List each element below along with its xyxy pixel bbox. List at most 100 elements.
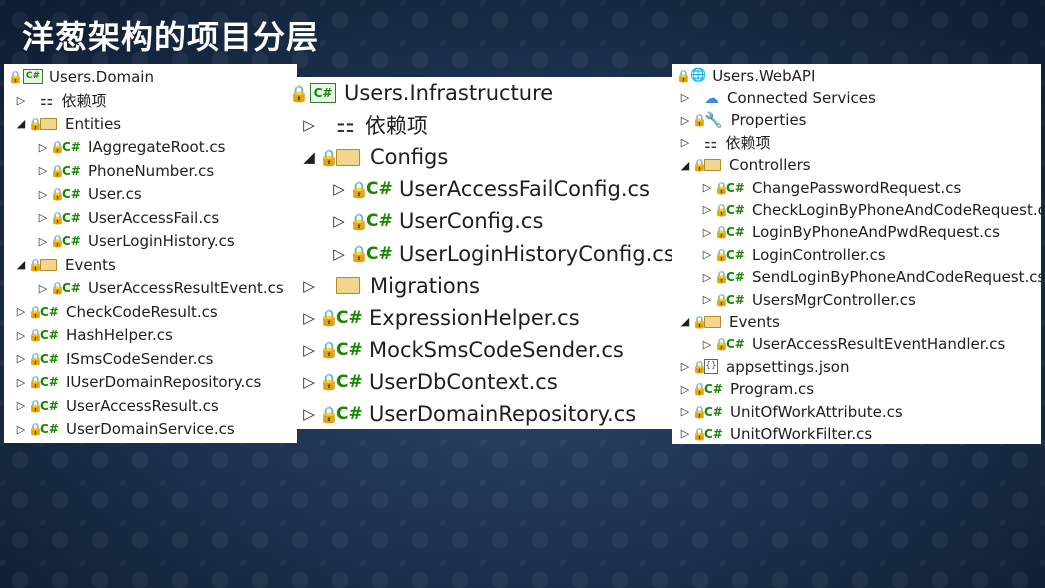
- tree-item[interactable]: ▷🔒C#HashHelper.cs: [14, 324, 173, 347]
- collapsed-arrow-icon[interactable]: ▷: [38, 281, 48, 295]
- tree-item[interactable]: ▷🔒C#UserDomainRepository.cs: [299, 398, 636, 429]
- expanded-arrow-icon[interactable]: ◢: [16, 117, 26, 130]
- lock-icon: 🔒: [692, 314, 707, 329]
- collapsed-arrow-icon[interactable]: ▷: [16, 399, 26, 412]
- expanded-arrow-icon[interactable]: ◢: [16, 258, 26, 271]
- collapsed-arrow-icon[interactable]: ▷: [16, 352, 26, 365]
- expanded-arrow-icon[interactable]: ◢: [303, 148, 315, 167]
- tree-item-label: Migrations: [370, 273, 480, 298]
- collapsed-arrow-icon[interactable]: ▷: [303, 276, 315, 295]
- tree-item[interactable]: ▷🔒C#UserAccessFail.cs: [36, 206, 219, 229]
- collapsed-arrow-icon[interactable]: ▷: [303, 308, 315, 327]
- collapsed-arrow-icon[interactable]: ▷: [333, 212, 345, 231]
- tree-item[interactable]: ▷🔒C#PhoneNumber.cs: [36, 159, 214, 182]
- tree-item[interactable]: ▷🔒C#LoginController.cs: [700, 243, 886, 266]
- tree-item[interactable]: ▷🔒C#UnitOfWorkFilter.cs: [678, 422, 872, 444]
- tree-item[interactable]: ▷🔒{}appsettings.json: [678, 355, 850, 378]
- collapsed-arrow-icon[interactable]: ▷: [680, 91, 690, 105]
- tree-item[interactable]: ▷☁Connected Services: [678, 86, 876, 109]
- collapsed-arrow-icon[interactable]: ▷: [16, 422, 26, 436]
- tree-item-label: UserDomainService.cs: [66, 420, 235, 438]
- tree-item[interactable]: ▷🔒C#ExpressionHelper.cs: [299, 302, 579, 334]
- collapsed-arrow-icon[interactable]: ▷: [680, 427, 690, 441]
- csharp-file-icon: C#: [366, 243, 393, 264]
- collapsed-arrow-icon[interactable]: ▷: [702, 181, 712, 194]
- tree-item[interactable]: ▷🔒C#Program.cs: [678, 378, 814, 401]
- collapsed-arrow-icon[interactable]: ▷: [702, 293, 712, 306]
- tree-item[interactable]: ▷🔒C#IUserDomainRepository.cs: [14, 371, 262, 394]
- collapsed-arrow-icon[interactable]: ▷: [38, 211, 48, 224]
- tree-item[interactable]: ▷🔒C#UserAccessResultEvent.cs: [36, 277, 284, 300]
- collapsed-arrow-icon[interactable]: ▷: [16, 305, 26, 318]
- tree-item[interactable]: ▷🔒C#CheckLoginByPhoneAndCodeRequest.cs: [700, 198, 1041, 221]
- lock-icon: 🔒: [319, 372, 339, 392]
- tree-item[interactable]: ▷🔒C#LoginByPhoneAndPwdRequest.cs: [700, 221, 1000, 244]
- collapsed-arrow-icon[interactable]: ▷: [333, 180, 345, 199]
- csharp-file-icon: C#: [704, 382, 723, 397]
- expanded-arrow-icon[interactable]: ◢: [680, 158, 690, 172]
- tree-item[interactable]: ▷🔒C#UserAccessResult.cs: [14, 394, 219, 417]
- collapsed-arrow-icon[interactable]: ▷: [16, 93, 26, 107]
- tree-item[interactable]: ▷🔒C#MockSmsCodeSender.cs: [299, 334, 624, 366]
- collapsed-arrow-icon[interactable]: ▷: [333, 244, 345, 263]
- collapsed-arrow-icon[interactable]: ▷: [702, 225, 712, 239]
- collapsed-arrow-icon[interactable]: ▷: [303, 372, 315, 391]
- collapsed-arrow-icon[interactable]: ▷: [680, 113, 690, 127]
- tree-item[interactable]: ▷⚏依赖项: [299, 109, 428, 141]
- collapsed-arrow-icon[interactable]: ▷: [702, 203, 712, 217]
- tree-item[interactable]: ▷🔒C#ISmsCodeSender.cs: [14, 347, 214, 370]
- collapsed-arrow-icon[interactable]: ▷: [680, 382, 690, 396]
- tree-item[interactable]: ▷🔒C#SendLoginByPhoneAndCodeRequest.cs: [700, 266, 1041, 289]
- project-node-domain[interactable]: 🔒 C# Users.Domain: [8, 65, 154, 88]
- collapsed-arrow-icon[interactable]: ▷: [16, 375, 26, 389]
- tree-item[interactable]: ◢🔒Events: [14, 253, 116, 276]
- tree-item[interactable]: ▷🔒C#User.cs: [36, 183, 142, 206]
- tree-item[interactable]: ▷🔒C#UserLoginHistory.cs: [36, 230, 235, 253]
- collapsed-arrow-icon[interactable]: ▷: [303, 340, 315, 359]
- tree-item[interactable]: ◢🔒Controllers: [678, 154, 811, 177]
- collapsed-arrow-icon[interactable]: ▷: [680, 360, 690, 374]
- collapsed-arrow-icon[interactable]: ▷: [702, 337, 712, 351]
- tree-item[interactable]: ▷🔒C#IAggregateRoot.cs: [36, 136, 226, 159]
- lock-icon: 🔒: [319, 340, 339, 360]
- dependencies-icon: ⚏: [336, 113, 355, 138]
- tree-item[interactable]: ◢🔒Events: [678, 310, 780, 333]
- collapsed-arrow-icon[interactable]: ▷: [702, 248, 712, 262]
- tree-item[interactable]: ▷⚏依赖项: [14, 89, 107, 112]
- expanded-arrow-icon[interactable]: ◢: [680, 315, 690, 329]
- tree-item[interactable]: ▷⚏依赖项: [678, 131, 771, 154]
- tree-item[interactable]: ▷🔒C#UserLoginHistoryConfig.cs: [329, 238, 672, 270]
- tree-item[interactable]: ▷🔒C#UserConfig.cs: [329, 205, 543, 237]
- tree-item-label: UserDomainRepository.cs: [369, 402, 637, 426]
- project-node-infrastructure[interactable]: 🔒 C# Users.Infrastructure: [289, 77, 553, 109]
- collapsed-arrow-icon[interactable]: ▷: [38, 140, 48, 154]
- collapsed-arrow-icon[interactable]: ▷: [303, 405, 315, 423]
- tree-item[interactable]: ▷🔒C#UnitOfWorkAttribute.cs: [678, 400, 903, 423]
- collapsed-arrow-icon[interactable]: ▷: [16, 328, 26, 342]
- tree-item-label: UsersMgrController.cs: [752, 290, 916, 309]
- collapsed-arrow-icon[interactable]: ▷: [680, 136, 690, 150]
- csharp-file-icon: C#: [40, 328, 59, 342]
- collapsed-arrow-icon[interactable]: ▷: [680, 405, 690, 418]
- tree-item[interactable]: ◢🔒Configs: [299, 141, 448, 173]
- tree-item[interactable]: ▷🔒C#UserDomainService.cs: [14, 418, 235, 441]
- collapsed-arrow-icon[interactable]: ▷: [702, 270, 712, 284]
- lock-icon: 🔒: [349, 179, 369, 199]
- tree-item[interactable]: ▷🔒C#ChangePasswordRequest.cs: [700, 176, 962, 199]
- tree-item[interactable]: ▷🔒C#UsersMgrController.cs: [700, 288, 916, 311]
- tree-item[interactable]: ▷🔒🔧Properties: [678, 109, 807, 132]
- tree-item[interactable]: ◢🔒Entities: [14, 112, 121, 135]
- collapsed-arrow-icon[interactable]: ▷: [38, 164, 48, 177]
- csharp-file-icon: C#: [726, 270, 745, 285]
- tree-item[interactable]: ▷🔒C#CheckCodeResult.cs: [14, 300, 218, 323]
- tree-item[interactable]: ▷🔒C#UserDbContext.cs: [299, 366, 558, 398]
- collapsed-arrow-icon[interactable]: ▷: [38, 187, 48, 201]
- collapsed-arrow-icon[interactable]: ▷: [38, 234, 48, 248]
- tree-item[interactable]: ▷🔒C#UserAccessResultEventHandler.cs: [700, 333, 1006, 356]
- collapsed-arrow-icon[interactable]: ▷: [303, 116, 315, 135]
- tree-item[interactable]: ▷ Migrations: [299, 270, 480, 302]
- tree-item[interactable]: ▷🔒C#UserAccessFailConfig.cs: [329, 173, 650, 205]
- lock-icon: 🔒: [692, 382, 707, 397]
- project-node-webapi[interactable]: 🔒 🌐 Users.WebAPI: [676, 64, 815, 87]
- lock-icon: 🔒: [28, 375, 43, 389]
